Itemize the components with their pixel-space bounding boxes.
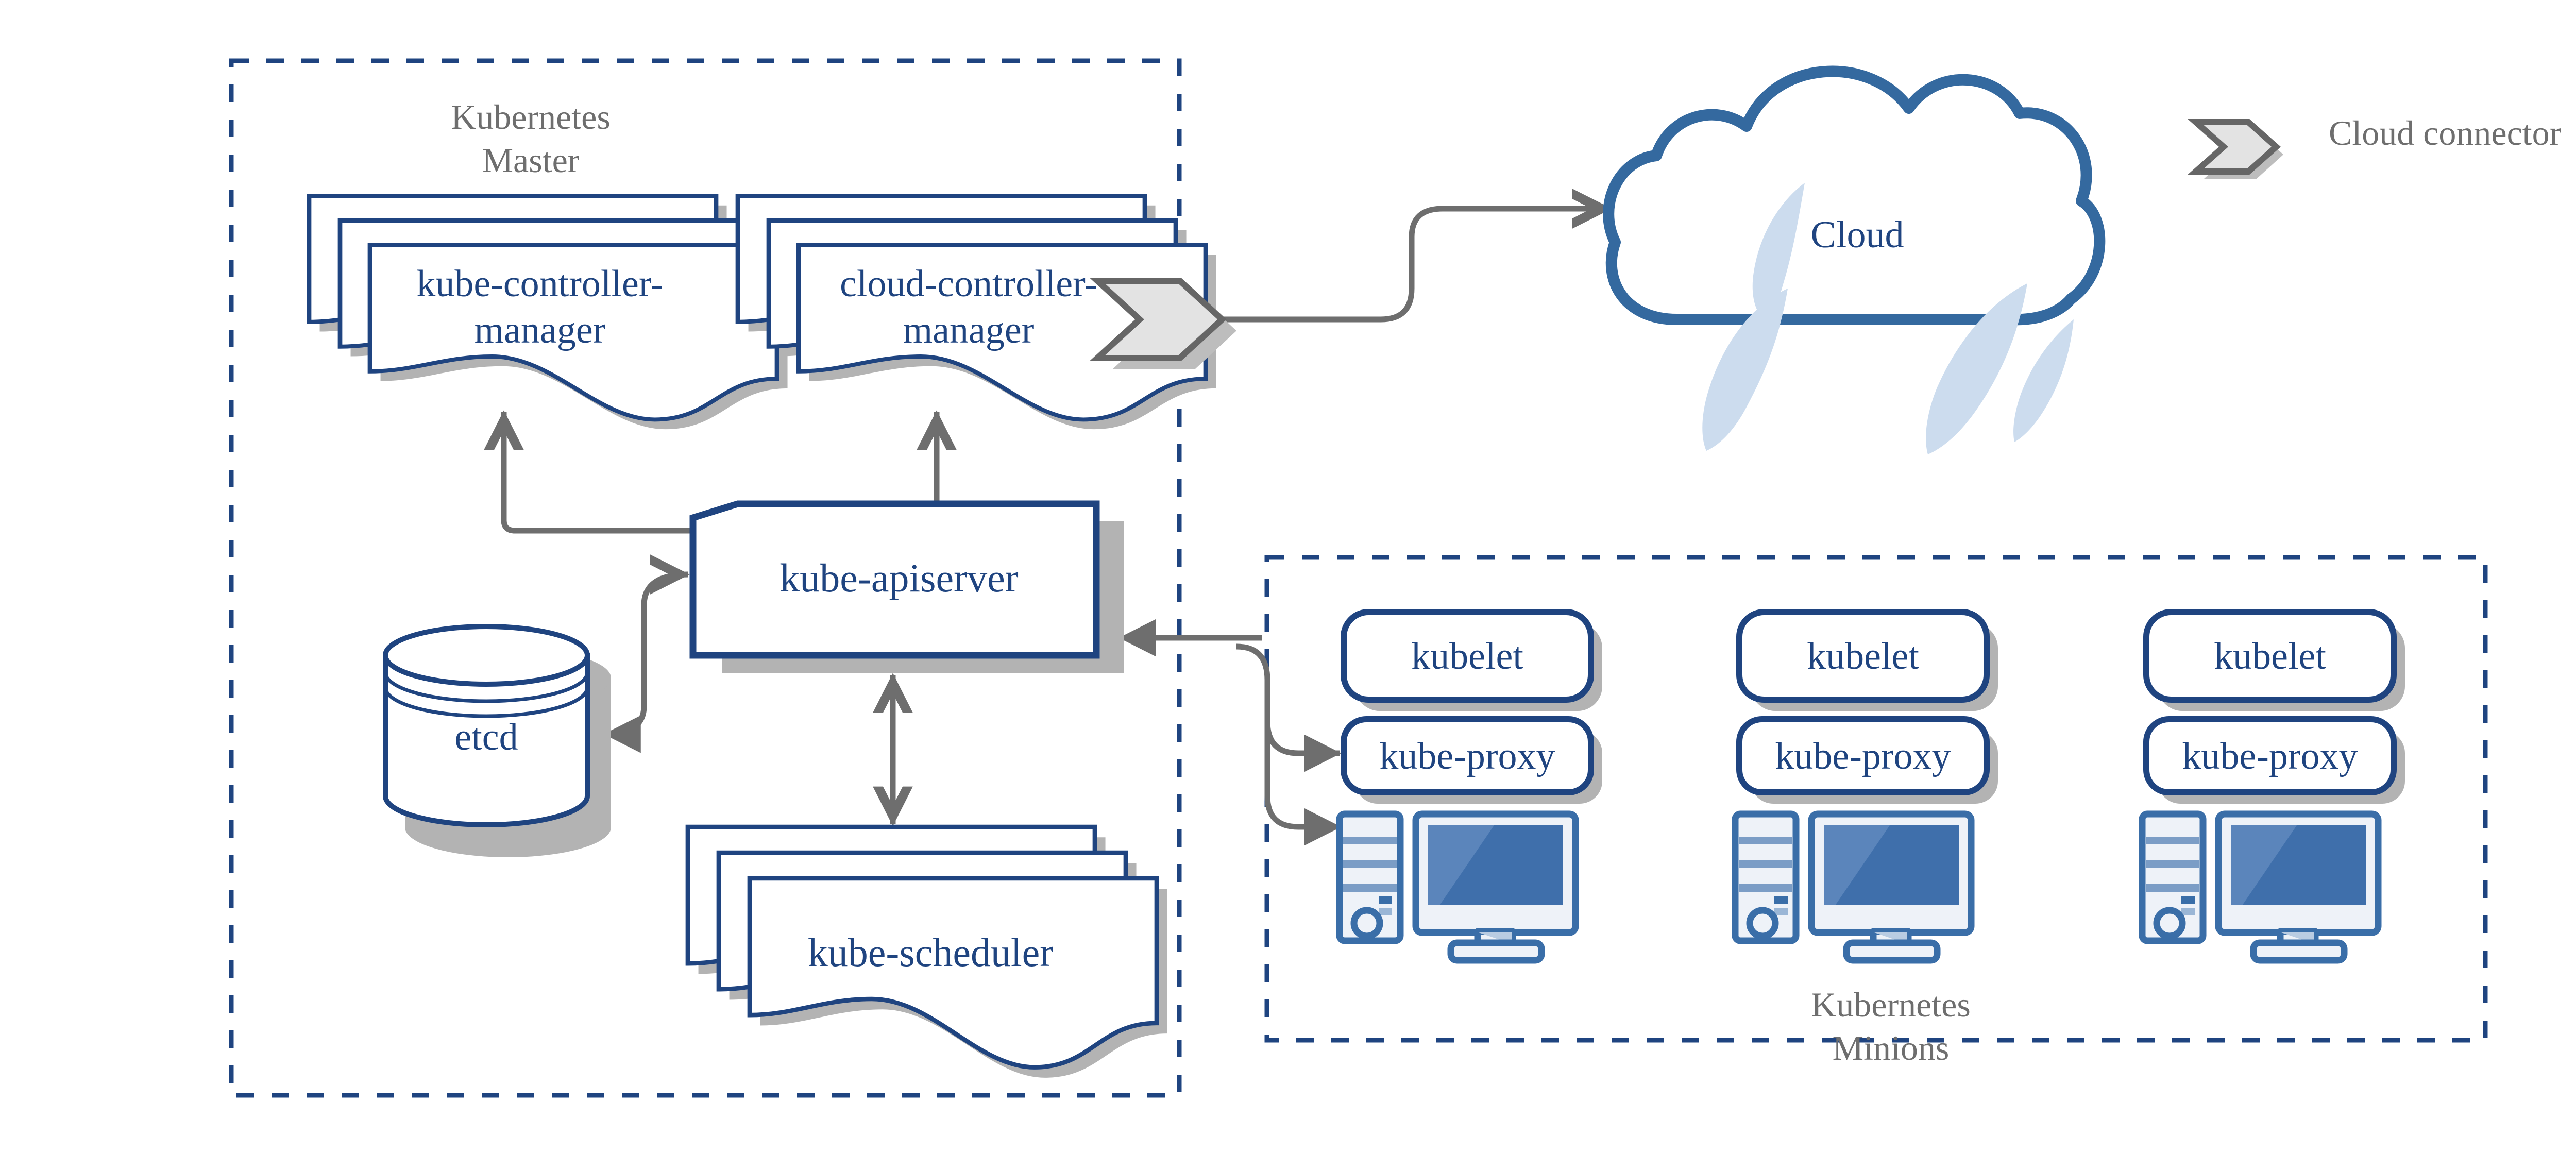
minion-1-kube-proxy-label: kube-proxy bbox=[1379, 735, 1555, 777]
minion-2-kube-proxy-label: kube-proxy bbox=[1775, 735, 1951, 777]
connector-apiserver-to-kubelet bbox=[1236, 643, 1342, 772]
cloud-connector-icon[interactable] bbox=[1089, 278, 1236, 369]
kube-controller-manager-node[interactable]: kube-controller- manager bbox=[309, 196, 788, 430]
minion-1-kube-proxy[interactable]: kube-proxy bbox=[1341, 716, 1602, 804]
connector-cloud-connector-to-cloud bbox=[1190, 189, 1612, 323]
kubernetes-master-zone: Kubernetes Master bbox=[229, 58, 1182, 1098]
minion-1-kubelet[interactable]: kubelet bbox=[1341, 609, 1602, 711]
minion-node-1: kubelet kube-proxy bbox=[1336, 609, 1602, 964]
connector-apiserver-to-etcd bbox=[603, 554, 690, 753]
kube-scheduler-label: kube-scheduler bbox=[808, 930, 1053, 975]
kube-controller-manager-label-line1: kube-controller- bbox=[416, 263, 663, 305]
connector-apiserver-to-minions bbox=[1118, 619, 1342, 846]
kube-controller-manager-label-line2: manager bbox=[474, 309, 606, 351]
kube-scheduler-node[interactable]: kube-scheduler bbox=[688, 827, 1167, 1078]
minion-3-kube-proxy[interactable]: kube-proxy bbox=[2143, 716, 2405, 804]
legend-cloud-connector-label: Cloud connector bbox=[2329, 113, 2562, 152]
etcd-node[interactable]: etcd bbox=[383, 624, 611, 857]
minion-1-computer-icon bbox=[1336, 810, 1579, 964]
minion-node-3: kubelet kube-proxy bbox=[2139, 609, 2405, 964]
minion-2-kubelet-label: kubelet bbox=[1807, 635, 1919, 677]
master-zone-title-line1: Kubernetes bbox=[451, 97, 611, 137]
cloud-controller-manager-label-line1: cloud-controller- bbox=[840, 263, 1097, 305]
minion-node-2: kubelet kube-proxy bbox=[1732, 609, 1998, 964]
master-zone-border bbox=[229, 58, 1182, 1098]
cloud-label: Cloud bbox=[1811, 214, 1904, 256]
cloud-controller-manager-label-line2: manager bbox=[903, 309, 1035, 351]
minion-3-kubelet[interactable]: kubelet bbox=[2143, 609, 2405, 711]
legend: Cloud connector bbox=[2188, 113, 2562, 179]
minion-3-kubelet-label: kubelet bbox=[2214, 635, 2326, 677]
kube-apiserver-box bbox=[689, 500, 1100, 659]
etcd-ring-2 bbox=[383, 687, 589, 718]
minion-2-kubelet[interactable]: kubelet bbox=[1736, 609, 1998, 711]
connector-apiserver-to-kube-proxy bbox=[1264, 721, 1342, 846]
minions-zone-title-line1: Kubernetes bbox=[1811, 985, 1971, 1024]
etcd-cylinder-top bbox=[383, 624, 590, 687]
kube-apiserver-label: kube-apiserver bbox=[779, 555, 1018, 600]
master-zone-title-line2: Master bbox=[482, 141, 580, 180]
minion-2-computer-icon bbox=[1732, 810, 1975, 964]
minion-2-kube-proxy[interactable]: kube-proxy bbox=[1736, 716, 1998, 804]
kube-apiserver-node[interactable]: kube-apiserver bbox=[689, 500, 1124, 673]
minion-3-kube-proxy-label: kube-proxy bbox=[2182, 735, 2358, 777]
minion-1-kubelet-label: kubelet bbox=[1411, 635, 1523, 677]
etcd-ring-1 bbox=[383, 672, 589, 703]
etcd-label: etcd bbox=[454, 716, 518, 758]
minion-3-computer-icon bbox=[2139, 810, 2382, 964]
cloud-controller-manager-node[interactable]: cloud-controller- manager bbox=[738, 196, 1216, 430]
legend-cloud-connector-icon bbox=[2188, 119, 2283, 179]
cloud-shape[interactable]: Cloud bbox=[1603, 65, 2106, 454]
minions-zone-title-line2: Minions bbox=[1833, 1028, 1950, 1067]
